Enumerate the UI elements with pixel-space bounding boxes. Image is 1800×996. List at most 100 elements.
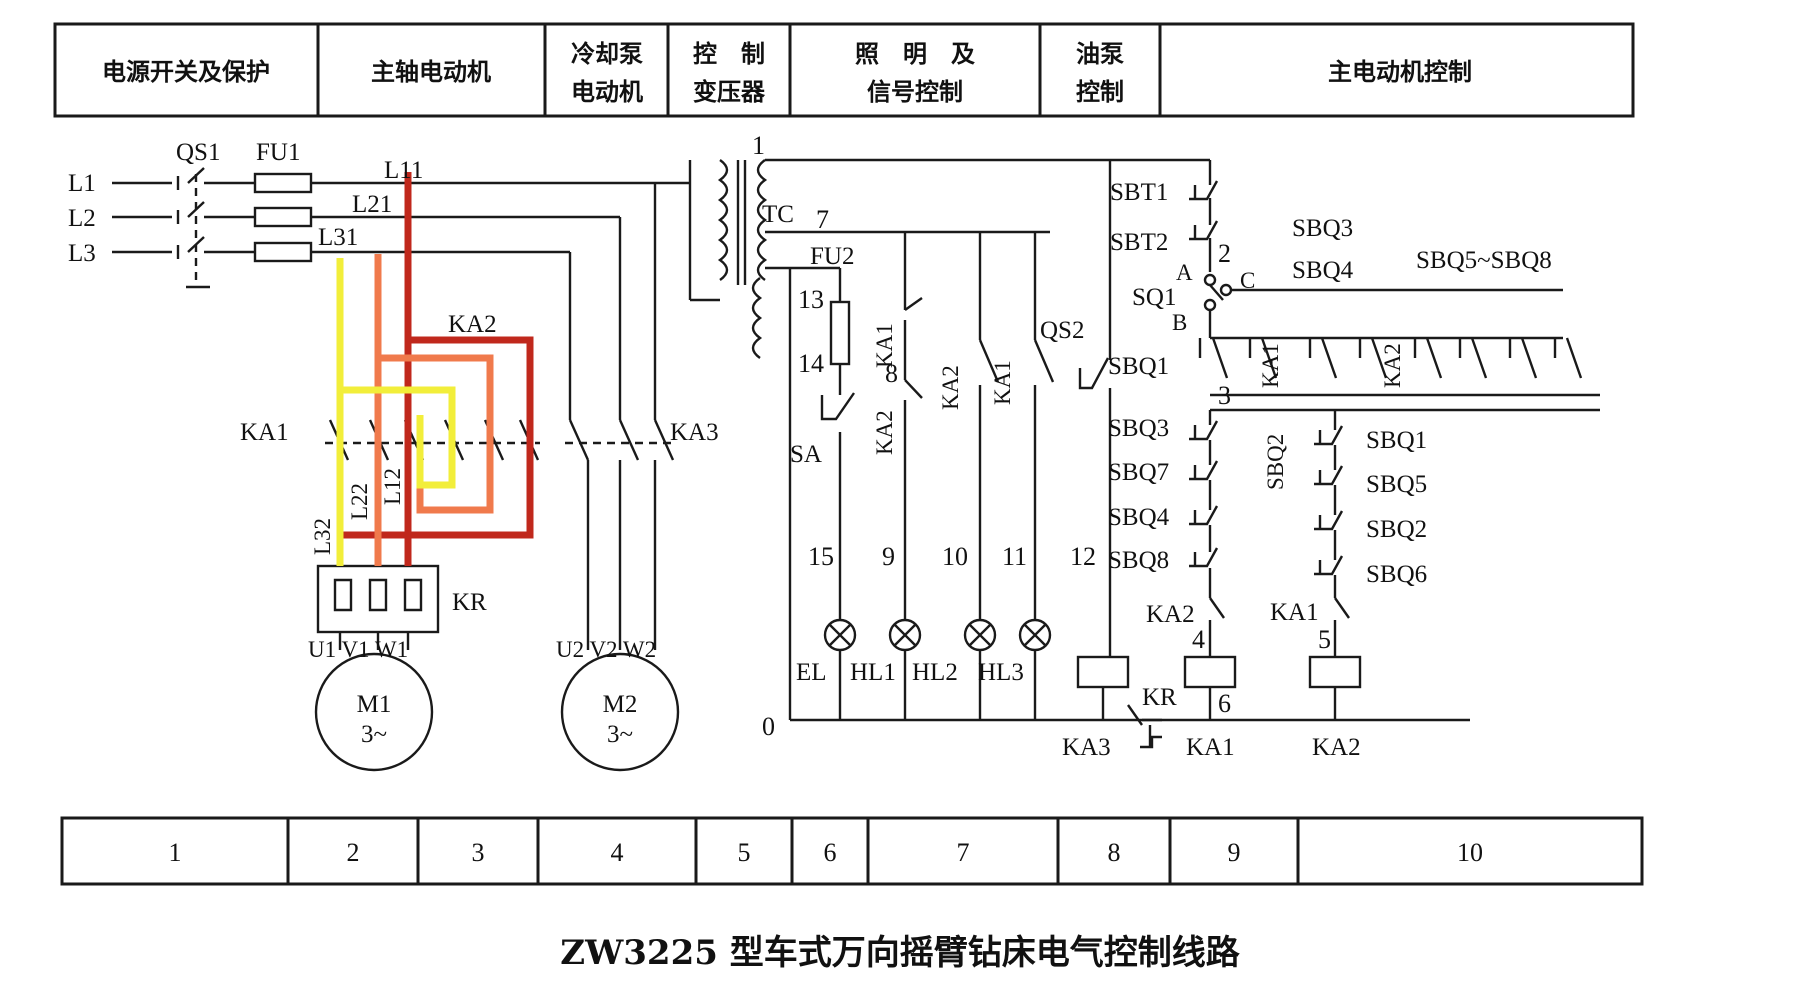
header-power-switch: 电源开关及保护 [102,58,270,86]
label-HL1: HL1 [850,659,896,686]
node-0: 0 [762,712,775,741]
label-L32: L32 [310,518,335,555]
label-KA1-power: KA1 [240,419,289,446]
header-main-motor-control: 主电动机控制 [1328,58,1472,86]
header-table [53,22,1635,118]
footer-cell-7: 7 [957,838,970,867]
label-QS2: QS2 [1040,317,1084,344]
label-KR: KR [452,589,487,616]
label-SBQ6: SBQ6 [1366,561,1427,588]
node-15: 15 [808,542,834,571]
label-EL: EL [796,659,827,686]
label-SBQ1-top: SBQ1 [1108,353,1169,380]
label-SA: SA [790,441,822,468]
label-KA3-coil: KA3 [1062,734,1111,761]
label-C: C [1240,268,1255,293]
footer-table [60,816,1644,886]
node-8: 8 [885,359,898,388]
label-SBQ5: SBQ5 [1366,471,1427,498]
label-KA2-interlock-coil: KA2 [1146,601,1195,628]
label-L21: L21 [352,191,392,218]
wire-orange [374,254,494,566]
footer-cell-1: 1 [169,838,182,867]
node-10: 10 [942,542,968,571]
main-motor-control [1127,160,1600,749]
node-14: 14 [798,349,824,378]
header-oil-pump-2: 控制 [1076,78,1124,106]
footer-cell-9: 9 [1228,838,1241,867]
label-FU1: FU1 [256,139,300,166]
label-FU2: FU2 [810,243,854,270]
node-1: 1 [752,131,765,160]
header-transformer-1: 控 制 [693,40,765,68]
label-KA2-interlock: KA2 [1380,343,1405,388]
label-TC: TC [762,201,794,228]
label-QS1: QS1 [176,139,220,166]
header-coolant-pump-1: 冷却泵 [571,40,643,68]
label-M1: M1 [357,691,392,718]
label-SQ1: SQ1 [1132,284,1176,311]
label-KR-contact: KR [1142,684,1177,711]
node-2: 2 [1218,239,1231,268]
wire-yellow [336,258,456,566]
label-KA1-contact: KA1 [872,323,897,368]
footer-cell-3: 3 [472,838,485,867]
label-U1V1W1: U1 V1 W1 [308,637,408,662]
label-L22: L22 [347,483,372,520]
header-oil-pump-1: 油泵 [1076,40,1124,68]
label-HL3: HL3 [978,659,1024,686]
header-coolant-pump-2: 电动机 [571,78,643,106]
label-SBQ2: SBQ2 [1366,516,1427,543]
node-9: 9 [882,542,895,571]
label-KA2-coil: KA2 [1312,734,1361,761]
node-13: 13 [798,285,824,314]
label-KA2-contact: KA2 [872,410,897,455]
label-L31: L31 [318,224,358,251]
label-KA2-power: KA2 [448,311,497,338]
label-KA1-interlock: KA1 [1258,343,1283,388]
label-B: B [1172,310,1187,335]
label-L11: L11 [384,157,423,184]
label-L2: L2 [68,205,96,232]
footer-cell-5: 5 [738,838,751,867]
label-M2-phase: 3~ [607,721,633,748]
diagram-title: ZW3225 型车式万向摇臂钻床电气控制线路 [560,933,1240,973]
label-L3: L3 [68,240,96,267]
label-L1: L1 [68,170,96,197]
label-U2V2W2: U2 V2 W2 [556,637,656,662]
label-KA3-power: KA3 [670,419,719,446]
label-L12: L12 [380,468,405,505]
label-SBT1: SBT1 [1110,179,1168,206]
label-SBQ4: SBQ4 [1108,504,1170,531]
footer-cell-6: 6 [824,838,837,867]
label-SBQ5-8: SBQ5~SBQ8 [1416,247,1552,274]
node-3: 3 [1218,381,1231,410]
footer-cell-10: 10 [1457,838,1483,867]
label-SBQ7: SBQ7 [1108,459,1169,486]
label-SBT2: SBT2 [1110,229,1168,256]
node-5: 5 [1318,625,1331,654]
label-KA1-coil: KA1 [1186,734,1235,761]
label-SBQ1: SBQ1 [1366,427,1427,454]
highlight-wires [336,172,534,566]
node-6: 6 [1218,689,1231,718]
header-lighting-2: 信号控制 [867,78,963,106]
label-A: A [1176,260,1193,285]
power-circuit [112,160,720,772]
label-KA1-vert: KA1 [990,360,1015,405]
footer-cell-4: 4 [611,838,624,867]
label-HL2: HL2 [912,659,958,686]
label-SBQ3: SBQ3 [1108,415,1169,442]
label-KA2-vert: KA2 [938,365,963,410]
label-SBQ3-top: SBQ3 [1292,215,1353,242]
control-transformer [717,158,1470,722]
footer-cell-8: 8 [1108,838,1121,867]
node-11: 11 [1002,542,1027,571]
header-transformer-2: 变压器 [693,78,766,106]
label-M2: M2 [603,691,638,718]
node-7: 7 [816,205,829,234]
label-SBQ2-vert: SBQ2 [1263,434,1288,490]
header-lighting-1: 照 明 及 [855,40,975,68]
label-SBQ8: SBQ8 [1108,547,1169,574]
